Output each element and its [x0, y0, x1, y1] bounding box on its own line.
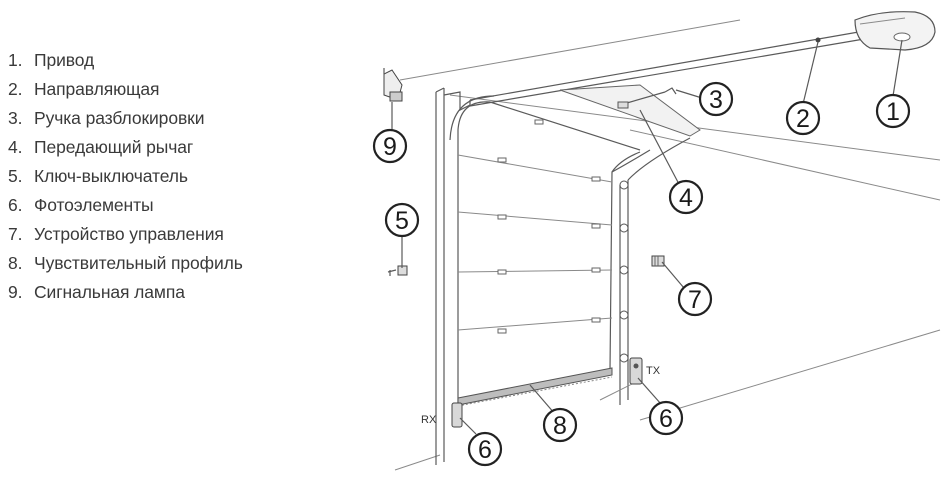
callout-7: 7: [677, 281, 713, 317]
svg-text:7: 7: [688, 286, 702, 314]
legend-item-4: 4.Передающий рычаг: [8, 137, 194, 157]
door-panels: [457, 101, 641, 406]
callout-4: 4: [668, 179, 704, 215]
legend-list: 1.Привод 2.Направляющая 3.Ручка разблоки…: [8, 46, 243, 307]
svg-text:9: 9: [383, 133, 397, 161]
rx-label: RX: [421, 414, 437, 426]
callout-9: 9: [372, 128, 408, 164]
tx-label: TX: [646, 365, 661, 377]
guide-rail: [469, 29, 871, 107]
svg-text:1: 1: [886, 98, 900, 126]
callout-3: 3: [698, 81, 734, 117]
svg-text:8: 8: [553, 412, 567, 440]
legend-item-7: 7.Устройство управления: [8, 224, 224, 244]
key-switch: [387, 265, 408, 276]
callout-6-rx: 6: [467, 431, 503, 467]
callout-5: 5: [384, 202, 420, 238]
svg-text:6: 6: [478, 436, 492, 464]
svg-text:3: 3: [709, 86, 723, 114]
legend-item-8: 8.Чувствительный профиль: [8, 253, 243, 273]
legend-item-9: 9.Сигнальная лампа: [8, 282, 185, 302]
transmission-arm: [559, 84, 701, 137]
legend-item-2: 2.Направляющая: [8, 79, 160, 99]
motor-unit: [854, 11, 936, 51]
legend-item-6: 6.Фотоэлементы: [8, 195, 154, 215]
svg-text:2: 2: [796, 105, 810, 133]
svg-text:4: 4: [679, 184, 693, 212]
control-unit: [651, 255, 665, 267]
safety-edge: [457, 367, 613, 407]
legend-item-1: 1.Привод: [8, 50, 95, 70]
callout-1: 1: [875, 93, 911, 129]
right-track: [599, 137, 691, 405]
photocell-tx: [629, 357, 643, 385]
left-frame: [435, 87, 495, 465]
leader-lines: [391, 39, 903, 435]
callout-6-tx: 6: [648, 400, 684, 436]
callout-2: 2: [785, 100, 821, 136]
legend-item-3: 3.Ручка разблокировки: [8, 108, 205, 128]
svg-text:6: 6: [659, 405, 673, 433]
legend-item-5: 5.Ключ-выключатель: [8, 166, 188, 186]
photocell-rx: [451, 402, 463, 428]
warning-lamp: [383, 68, 403, 102]
svg-text:5: 5: [395, 207, 409, 235]
callout-8: 8: [542, 407, 578, 443]
